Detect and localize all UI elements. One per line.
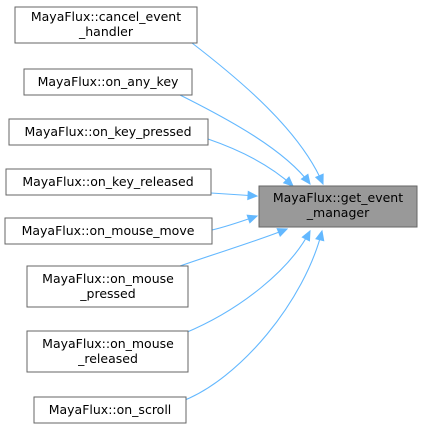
call-edge	[207, 138, 294, 187]
node-label-line: MayaFlux::on_mouse	[42, 271, 174, 286]
node-box	[26, 265, 189, 308]
arrowhead	[301, 229, 311, 242]
node-get-event-manager[interactable]: MayaFlux::get_event _manager	[258, 185, 418, 228]
arrowhead	[315, 229, 325, 242]
node-label-line: MayaFlux::on_key_released	[22, 174, 193, 189]
node-on-key-pressed[interactable]: MayaFlux::on_key_pressed	[8, 118, 209, 146]
call-nodes: MayaFlux::cancel_event _handler MayaFlux…	[4, 6, 418, 424]
call-edge	[191, 42, 324, 185]
node-box	[5, 168, 212, 196]
call-edge	[179, 228, 288, 267]
node-on-key-released[interactable]: MayaFlux::on_key_released	[5, 168, 212, 196]
call-edge	[179, 230, 323, 403]
node-box	[33, 396, 187, 424]
arrowhead	[246, 214, 259, 224]
arrowhead	[247, 190, 259, 201]
arrowhead	[282, 176, 294, 187]
node-box	[23, 68, 193, 96]
node-label-line: MayaFlux::on_key_pressed	[25, 124, 192, 139]
node-on-mouse-pressed[interactable]: MayaFlux::on_mouse _pressed	[26, 265, 189, 308]
arrowhead	[300, 173, 311, 185]
call-edge	[184, 230, 311, 334]
node-box-target	[258, 185, 418, 228]
node-label-line: MayaFlux::on_mouse	[42, 336, 174, 351]
node-on-scroll[interactable]: MayaFlux::on_scroll	[33, 396, 187, 424]
node-label-line: MayaFlux::on_scroll	[49, 402, 172, 417]
node-on-mouse-released[interactable]: MayaFlux::on_mouse _released	[26, 330, 189, 373]
node-label-line: _released	[77, 351, 138, 366]
node-label-line: _manager	[306, 205, 370, 220]
node-box	[8, 118, 209, 146]
node-on-any-key[interactable]: MayaFlux::on_any_key	[23, 68, 193, 96]
node-label-line: _pressed	[79, 286, 135, 301]
node-label-line: MayaFlux::cancel_event	[31, 9, 181, 24]
node-label-line: MayaFlux::on_mouse_move	[22, 223, 195, 238]
node-box	[4, 217, 213, 245]
node-box	[26, 330, 189, 373]
call-edge	[179, 94, 311, 185]
call-edges	[179, 42, 325, 403]
node-label-line: MayaFlux::get_event	[273, 190, 403, 205]
arrowhead	[314, 173, 324, 186]
node-on-mouse-move[interactable]: MayaFlux::on_mouse_move	[4, 217, 213, 245]
node-label-line: MayaFlux::on_any_key	[38, 74, 179, 89]
node-box	[14, 6, 198, 44]
node-label-line: _handler	[78, 24, 134, 39]
arrowhead	[276, 228, 289, 238]
node-cancel-event-handler[interactable]: MayaFlux::cancel_event _handler	[14, 6, 198, 44]
